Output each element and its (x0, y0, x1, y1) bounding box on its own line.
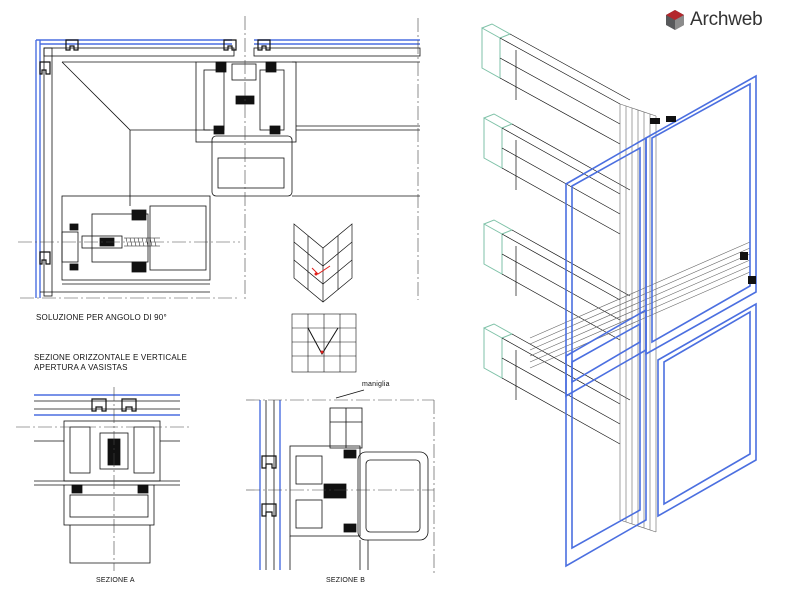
section-b-drawing (246, 389, 435, 576)
handle-label: maniglia (362, 381, 390, 388)
opening-grid-symbol (291, 313, 357, 373)
section-a-label: SEZIONE A (96, 577, 135, 584)
section-title-line2: APERTURA A VASISTAS (34, 363, 128, 372)
brand-name: Archweb (690, 9, 763, 30)
corner-solution-label: SOLUZIONE PER ANGOLO DI 90° (36, 313, 167, 322)
archweb-logo-icon (664, 9, 686, 31)
corner-plan-drawing (18, 16, 421, 300)
corner-chevron-symbol (293, 223, 353, 303)
axonometric-curtain-wall (481, 23, 757, 568)
section-title-line1: SEZIONE ORIZZONTALE E VERTICALE (34, 353, 188, 362)
section-b-label: SEZIONE B (326, 577, 366, 584)
section-a-drawing (16, 387, 190, 571)
brand-logo[interactable]: Archweb (664, 8, 763, 32)
